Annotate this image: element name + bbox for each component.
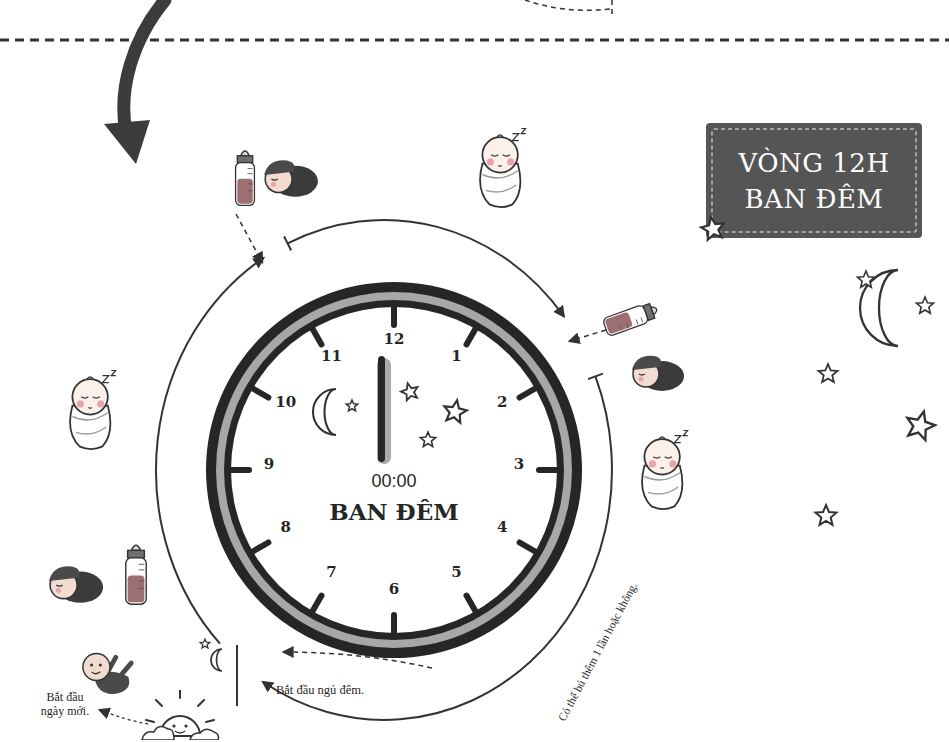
title-box xyxy=(706,123,922,238)
feeding-baby xyxy=(264,160,318,196)
title-box: VÒNG 12H BAN ĐÊM xyxy=(706,123,922,238)
clock-band xyxy=(216,292,572,648)
clock-number: 3 xyxy=(514,456,524,473)
star xyxy=(816,505,837,525)
clock-number: 11 xyxy=(321,348,342,365)
clock-number: 8 xyxy=(281,519,291,536)
dashed-pointer xyxy=(236,214,262,262)
star xyxy=(700,215,726,240)
star xyxy=(857,271,874,287)
big-arrow-head xyxy=(104,120,150,164)
cycle-divider xyxy=(236,645,238,706)
clock-outer-ring xyxy=(206,282,582,658)
big-curved-arrow xyxy=(124,0,165,132)
clock-number: 2 xyxy=(497,394,507,411)
clock-face xyxy=(231,307,557,633)
clock-number: 10 xyxy=(275,394,296,411)
star xyxy=(818,364,837,382)
awake-baby xyxy=(83,653,131,694)
clock-number: 9 xyxy=(264,456,274,473)
clock-number: 6 xyxy=(389,581,399,598)
clock-number: 4 xyxy=(497,519,507,536)
star xyxy=(903,408,938,442)
feeding-baby xyxy=(49,566,103,603)
clock-time: 00:00 xyxy=(206,468,582,494)
clock-ticks xyxy=(231,307,557,633)
sleeping-baby xyxy=(480,128,526,207)
title-text: VÒNG 12H BAN ĐÊM xyxy=(724,145,904,217)
sleeping-baby xyxy=(70,370,116,449)
night-start-note: Bắt đầu ngủ đêm. xyxy=(276,683,364,697)
milk-bottle xyxy=(126,545,146,604)
sleeping-baby xyxy=(642,430,688,509)
cropped-leader xyxy=(525,0,612,18)
milk-bottle xyxy=(602,300,660,336)
clock-number: 12 xyxy=(384,331,405,348)
small-moon xyxy=(211,649,222,671)
dashed-pointer xyxy=(570,330,606,341)
milk-bottle xyxy=(236,151,255,205)
clock-number: 5 xyxy=(451,565,461,582)
clock-number: 7 xyxy=(326,565,336,582)
star xyxy=(916,297,933,313)
clock-inner-ring xyxy=(224,300,564,640)
clock-caption: BAN ĐÊM xyxy=(206,494,582,530)
feeding-note: Có thể bú thêm 1 lần hoặc không. xyxy=(556,580,641,723)
clock-text-group: 00:00BAN ĐÊM xyxy=(206,468,582,530)
title-box-border xyxy=(712,129,916,232)
dashed-pointer xyxy=(100,710,148,724)
clock-number: 1 xyxy=(451,348,461,365)
day-start-note: Bắt đầu ngày mới. xyxy=(37,691,93,719)
rising-sun xyxy=(142,690,219,740)
star xyxy=(200,639,210,648)
feeding-baby xyxy=(632,356,684,391)
